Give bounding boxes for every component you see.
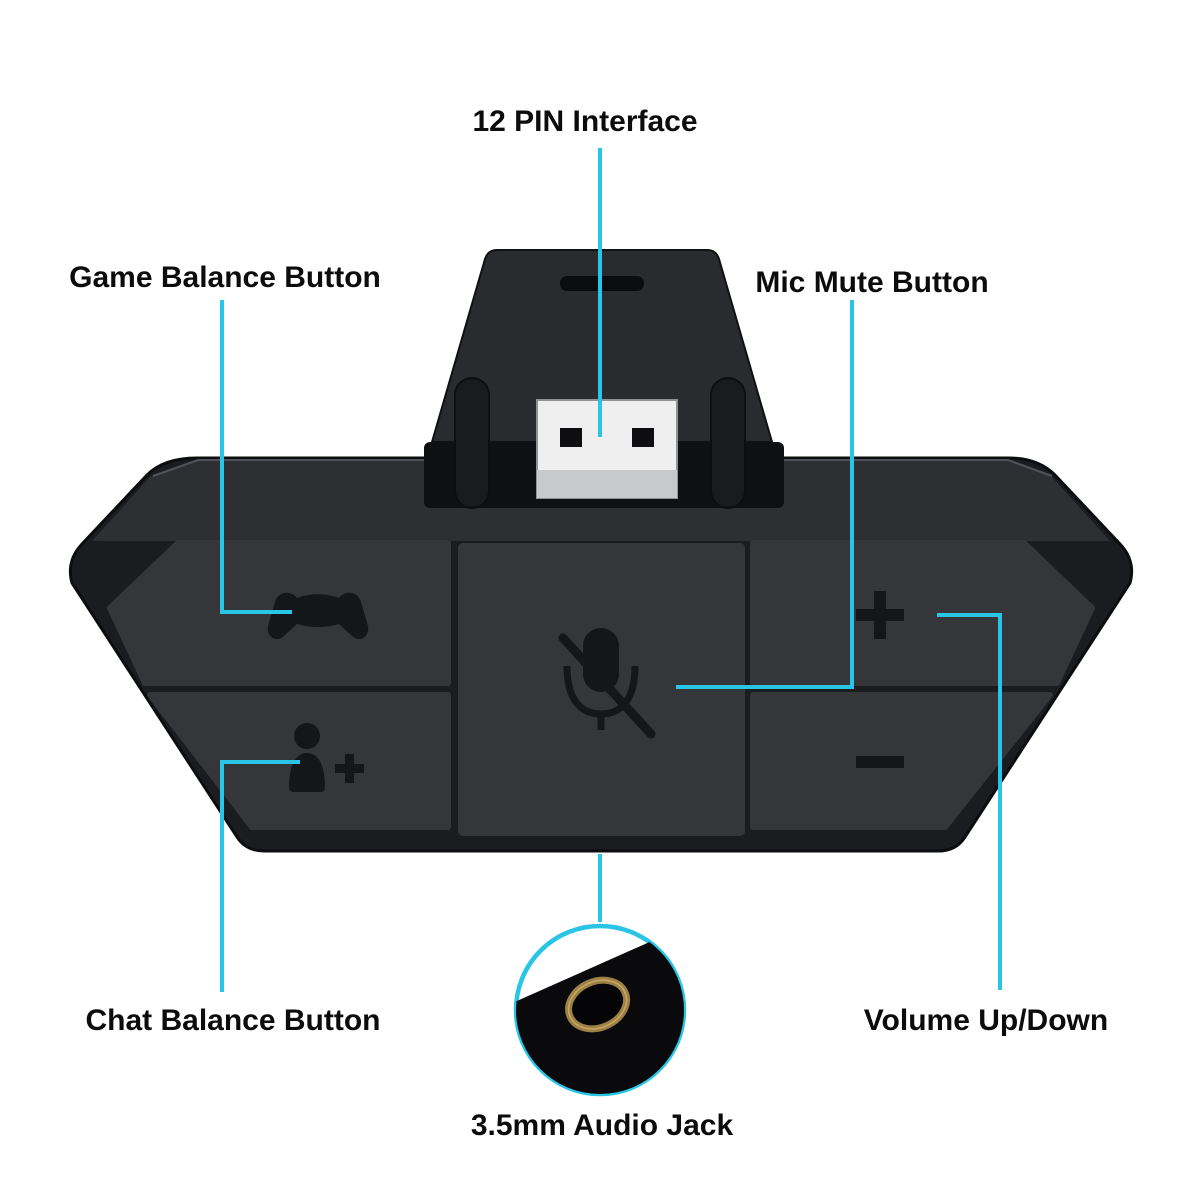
controller-icon bbox=[267, 592, 369, 640]
plus-icon bbox=[856, 591, 904, 639]
callout-line-volume bbox=[937, 613, 1002, 990]
connector-pin-hole-left bbox=[560, 428, 582, 447]
label-volume-up-down: Volume Up/Down bbox=[863, 1004, 1109, 1037]
volume-up-button bbox=[750, 540, 1095, 686]
callout-line-chat-balance bbox=[220, 760, 300, 992]
label-game-balance-button: Game Balance Button bbox=[69, 261, 381, 294]
callout-line-game-balance bbox=[220, 300, 292, 614]
label-chat-balance-button: Chat Balance Button bbox=[85, 1004, 381, 1037]
usb-12pin-connector bbox=[536, 399, 678, 499]
callout-line-mic-mute bbox=[676, 300, 854, 689]
label-12-pin-interface: 12 PIN Interface bbox=[472, 105, 698, 138]
label-mic-mute-button: Mic Mute Button bbox=[755, 266, 989, 299]
prong-right bbox=[710, 377, 746, 509]
prong-left bbox=[454, 377, 490, 509]
connector-pin-hole-right bbox=[632, 428, 654, 447]
mic-muted-icon bbox=[558, 628, 656, 739]
label-audio-jack: 3.5mm Audio Jack bbox=[470, 1109, 734, 1142]
audio-jack-inset bbox=[513, 923, 687, 1097]
